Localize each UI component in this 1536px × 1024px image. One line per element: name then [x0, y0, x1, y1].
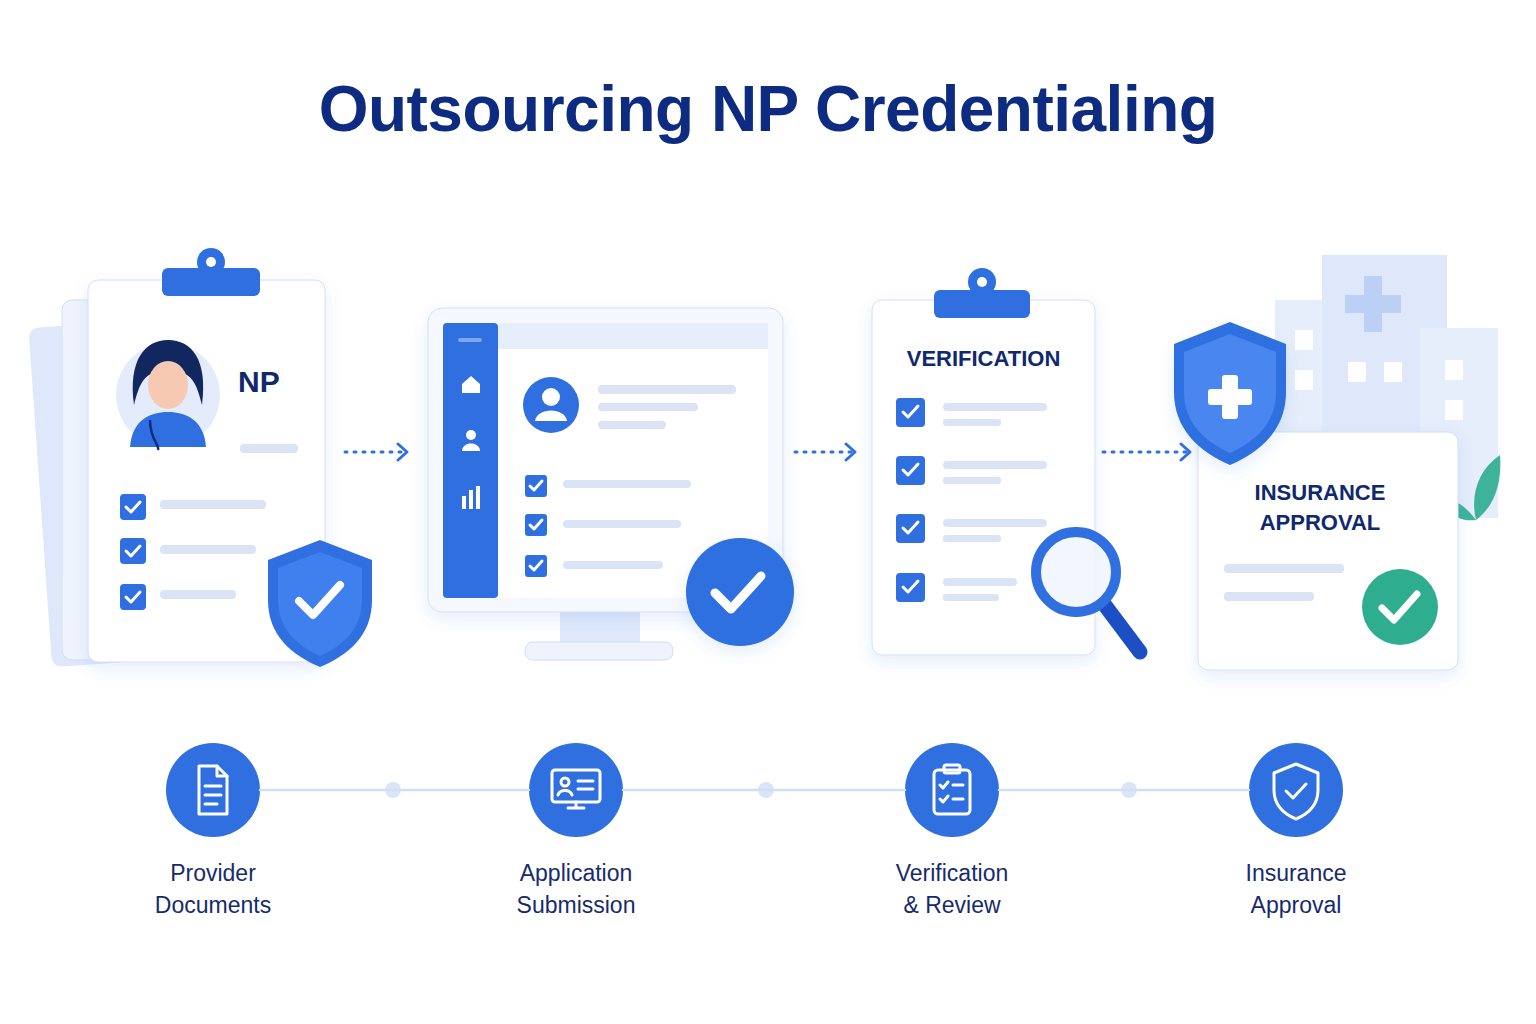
step-label: Verification & Review — [896, 857, 1009, 921]
verification-card-art — [872, 268, 1140, 655]
timeline-line — [623, 790, 905, 791]
step-circle: Provider Documents — [166, 743, 260, 837]
step-circle: Insurance Approval — [1249, 743, 1343, 837]
step-icons — [166, 743, 1343, 837]
card-label: VERIFICATION — [880, 344, 1087, 374]
provider-card-art — [28, 248, 372, 667]
card-label: NP — [238, 364, 280, 400]
monitor-art — [428, 308, 794, 660]
provider-card: NP — [88, 280, 325, 662]
diagram-title: Outsourcing NP Credentialing — [0, 72, 1536, 146]
step-circle: Verification & Review — [905, 743, 999, 837]
timeline-line — [999, 790, 1249, 791]
flow-arrow — [795, 444, 855, 460]
verification-card: VERIFICATION — [872, 300, 1095, 655]
card-label: INSURANCE APPROVAL — [1206, 478, 1434, 538]
step-label: Provider Documents — [155, 857, 271, 921]
flow-arrow — [345, 444, 407, 460]
step-label: Insurance Approval — [1245, 857, 1346, 921]
insurance-card: INSURANCE APPROVAL — [1198, 432, 1458, 670]
step-circle: Application Submission — [529, 743, 623, 837]
flow-arrow — [1103, 444, 1190, 460]
timeline-line — [260, 790, 529, 791]
step-label: Application Submission — [517, 857, 636, 921]
insurance-card-art — [1174, 255, 1500, 670]
